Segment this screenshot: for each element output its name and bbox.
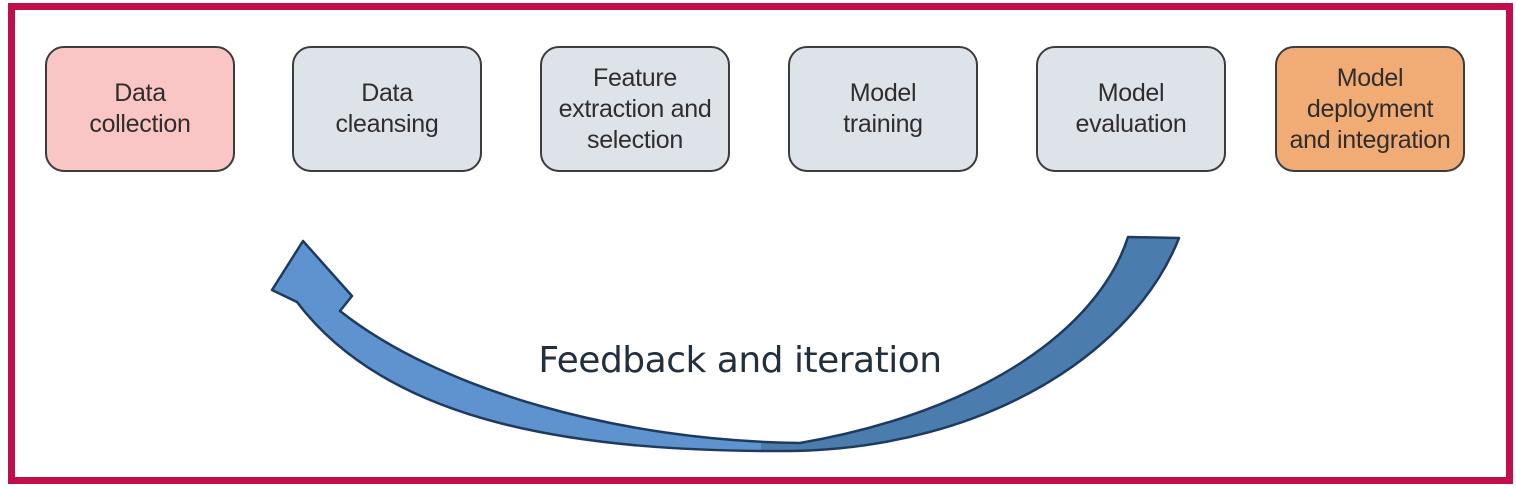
box-feature-extraction-selection-label: Feature extraction and selection	[558, 63, 712, 154]
box-data-collection-label: Data collection	[89, 79, 191, 138]
box-model-deployment-integration-label: Model deployment and integration	[1289, 63, 1451, 154]
box-data-cleansing: Data cleansing	[292, 46, 482, 172]
box-data-cleansing-label: Data cleansing	[335, 79, 439, 138]
box-model-training: Model training	[788, 46, 978, 172]
box-model-evaluation: Model evaluation	[1036, 46, 1226, 172]
box-data-collection: Data collection	[45, 46, 235, 172]
feedback-iteration-label: Feedback and iteration	[538, 340, 942, 381]
box-feature-extraction-selection: Feature extraction and selection	[540, 46, 730, 172]
box-model-training-label: Model training	[843, 79, 923, 138]
box-model-deployment-integration: Model deployment and integration	[1275, 46, 1465, 172]
box-model-evaluation-label: Model evaluation	[1075, 79, 1187, 138]
